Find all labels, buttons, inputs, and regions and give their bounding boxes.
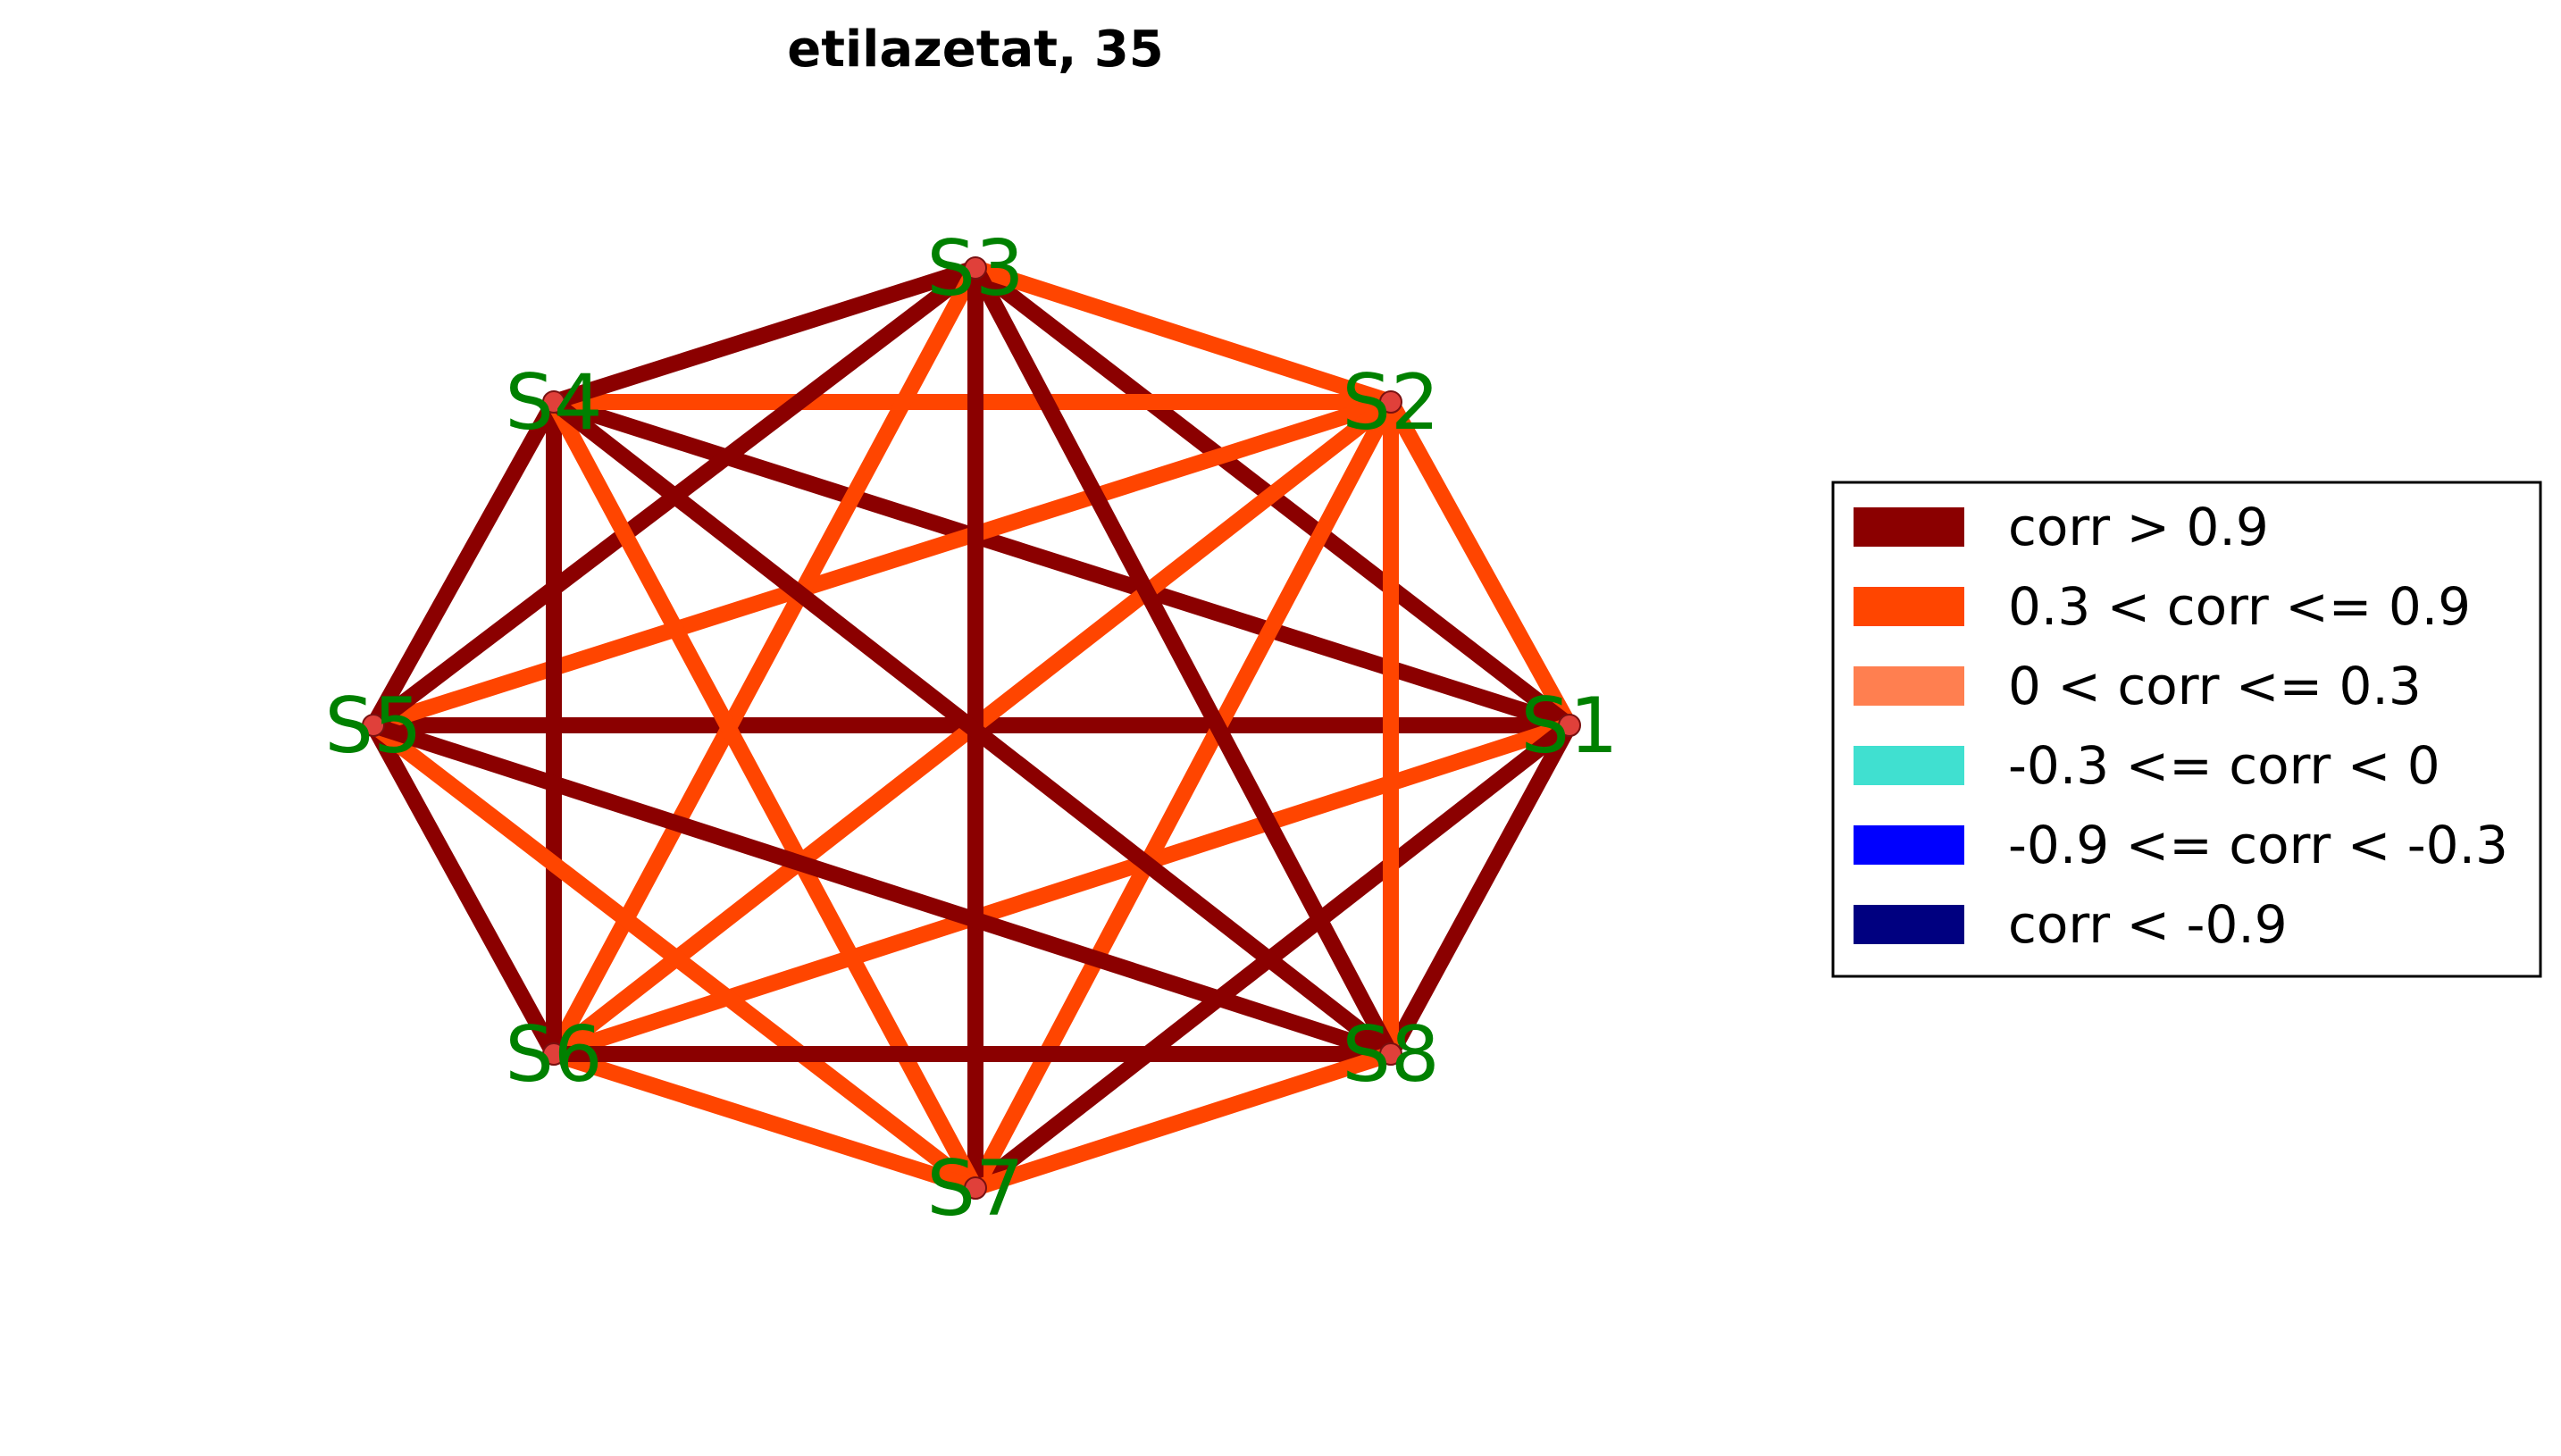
edge-s6-s7 xyxy=(551,1046,978,1196)
edge-s4-s5 xyxy=(366,397,561,730)
legend-swatch-weak-pos xyxy=(1854,666,1964,706)
edge-s5-s6 xyxy=(366,721,561,1059)
node-s2 xyxy=(1379,390,1402,414)
edge-s3-s8 xyxy=(968,264,1398,1059)
node-label-s1: S1 xyxy=(1520,682,1618,771)
node-label-s7: S7 xyxy=(926,1144,1024,1234)
edge-s4-s8 xyxy=(548,395,1396,1061)
node-label-s5: S5 xyxy=(324,682,422,771)
legend-frame xyxy=(1831,481,2542,978)
edge-s2-s5 xyxy=(371,394,1393,733)
node-label-s4: S4 xyxy=(505,358,602,448)
node-label-s2: S2 xyxy=(1342,358,1439,448)
legend-label-weak-pos: 0 < corr <= 0.3 xyxy=(2008,656,2422,716)
legend-label-weak-neg: -0.3 <= corr < 0 xyxy=(2008,735,2440,796)
node-label-s8: S8 xyxy=(1342,1010,1439,1100)
figure-title: etilazetat, 35 xyxy=(787,21,1164,79)
edge-s3-s4 xyxy=(551,260,978,410)
node-s7 xyxy=(964,1176,987,1200)
legend-swatch-weak-neg xyxy=(1854,746,1964,785)
node-s4 xyxy=(542,390,565,414)
node-s8 xyxy=(1379,1042,1402,1066)
legend-items: corr > 0.9 0.3 < corr <= 0.9 0 < corr <= 0… xyxy=(1854,497,2508,955)
legend-label-mid-pos: 0.3 < corr <= 0.9 xyxy=(2008,576,2471,637)
node-s3 xyxy=(964,256,987,280)
node-label-s6: S6 xyxy=(505,1010,602,1100)
edge-s5-s8 xyxy=(371,717,1393,1062)
edge-s1-s8 xyxy=(1384,721,1577,1059)
legend-label-strong-pos: corr > 0.9 xyxy=(2008,497,2269,557)
edge-s1-s2 xyxy=(1384,397,1577,730)
legend-swatch-strong-pos xyxy=(1854,507,1964,547)
edges-layer xyxy=(366,260,1577,1196)
legend: corr > 0.9 0.3 < corr <= 0.9 0 < corr <= 0… xyxy=(1831,481,2542,978)
node-s6 xyxy=(542,1042,565,1066)
legend-label-strong-neg: corr < -0.9 xyxy=(2008,894,2288,955)
legend-swatch-mid-neg xyxy=(1854,825,1964,865)
edge-s7-s8 xyxy=(973,1046,1393,1196)
legend-swatch-mid-pos xyxy=(1854,587,1964,626)
node-label-s3: S3 xyxy=(926,224,1024,314)
legend-label-mid-neg: -0.9 <= corr < -0.3 xyxy=(2008,815,2508,875)
edge-s5-s7 xyxy=(368,718,981,1195)
node-s5 xyxy=(362,714,385,737)
legend-swatch-strong-neg xyxy=(1854,905,1964,944)
node-s1 xyxy=(1558,714,1581,737)
edge-s2-s3 xyxy=(973,260,1393,410)
